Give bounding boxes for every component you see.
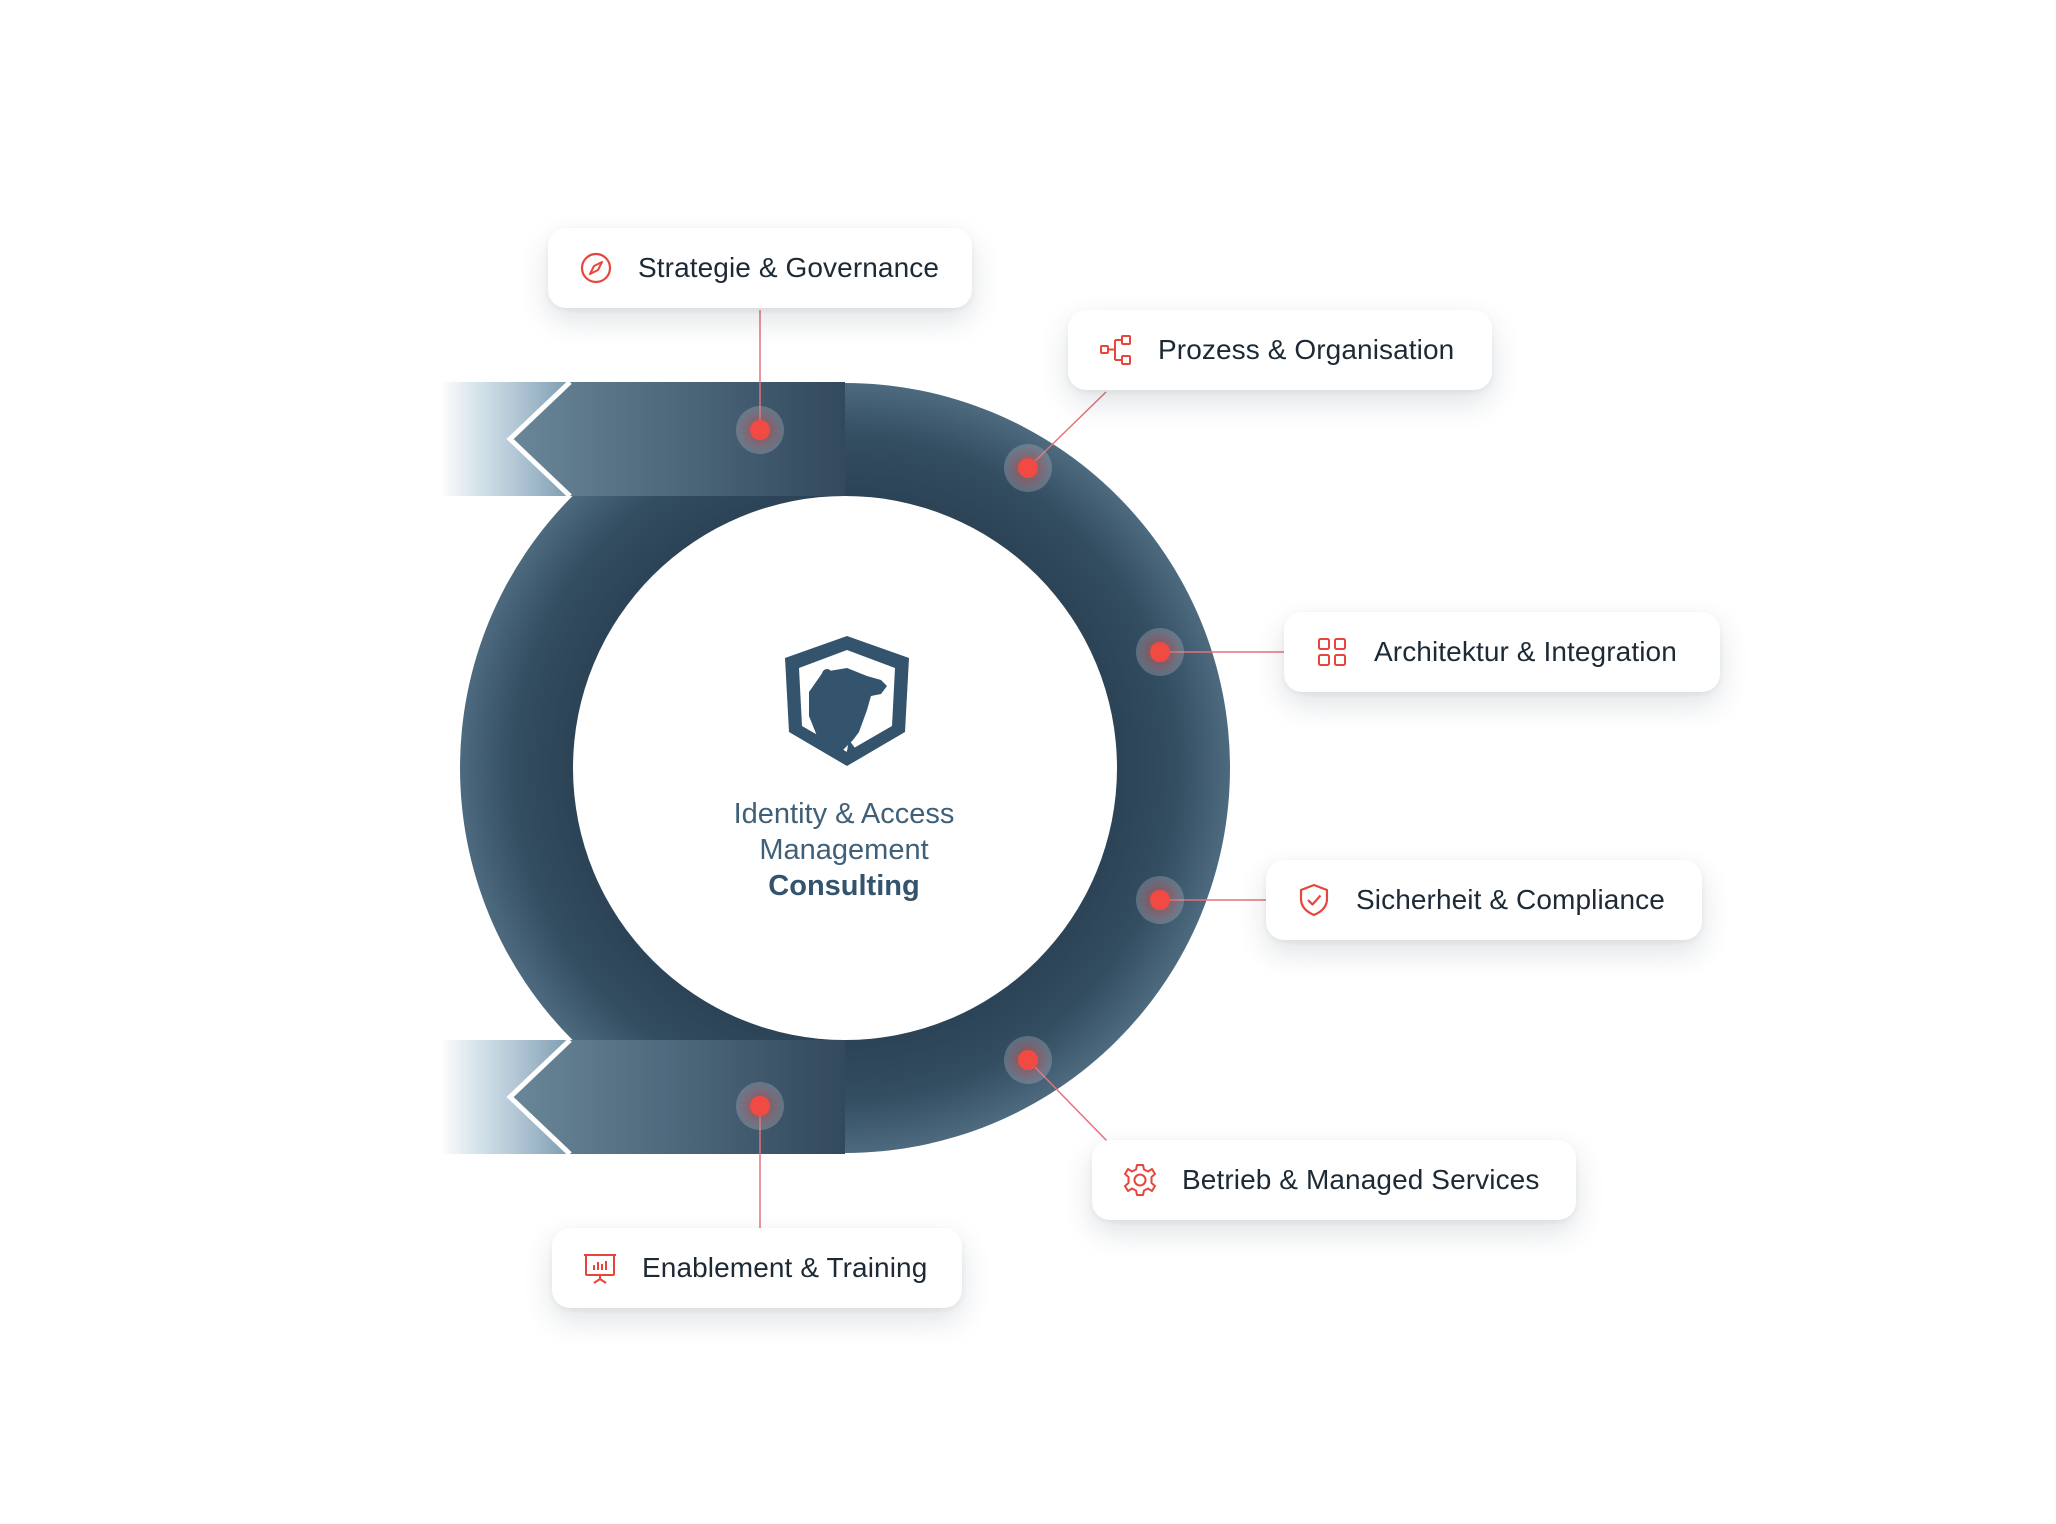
- marker-dot-strategie: [736, 406, 784, 454]
- bottom-band: [510, 1040, 845, 1154]
- marker-dot-architektur: [1136, 628, 1184, 676]
- bottom-band-chevron: [506, 1038, 572, 1156]
- card-strategie-governance: Strategie & Governance: [548, 228, 972, 308]
- marker-dot-betrieb: [1004, 1036, 1052, 1084]
- gear-icon: [1122, 1162, 1158, 1198]
- center-title-line2: Management: [759, 834, 929, 866]
- card-label: Strategie & Governance: [638, 252, 940, 283]
- grid-icon: [1314, 634, 1350, 670]
- card-enablement-training: Enablement & Training: [552, 1228, 962, 1308]
- center-title-line1: Identity & Access: [733, 798, 955, 830]
- compass-icon: [578, 250, 614, 286]
- card-label: Enablement & Training: [642, 1252, 928, 1283]
- shield-check-icon: [1296, 882, 1332, 918]
- marker-dot-sicherheit: [1136, 876, 1184, 924]
- card-label: Architektur & Integration: [1374, 636, 1677, 667]
- bear-shield-logo: [785, 636, 909, 766]
- center-circle: [573, 496, 1117, 1040]
- top-band-chevron: [506, 380, 572, 498]
- marker-dot-enablement: [736, 1082, 784, 1130]
- card-label: Prozess & Organisation: [1158, 334, 1455, 365]
- card-sicherheit-compliance: Sicherheit & Compliance: [1266, 860, 1702, 940]
- process-flow-icon: [1098, 332, 1134, 368]
- card-architektur-integration: Architektur & Integration: [1284, 612, 1720, 692]
- center-title: Identity & Access Management Consulting: [644, 796, 1044, 904]
- card-label: Sicherheit & Compliance: [1356, 884, 1665, 915]
- top-band: [510, 382, 845, 496]
- card-prozess-organisation: Prozess & Organisation: [1068, 310, 1492, 390]
- center-title-line3: Consulting: [768, 870, 920, 902]
- card-betrieb-managed-services: Betrieb & Managed Services: [1092, 1140, 1576, 1220]
- presentation-icon: [582, 1250, 618, 1286]
- card-label: Betrieb & Managed Services: [1182, 1164, 1540, 1195]
- marker-dot-prozess: [1004, 444, 1052, 492]
